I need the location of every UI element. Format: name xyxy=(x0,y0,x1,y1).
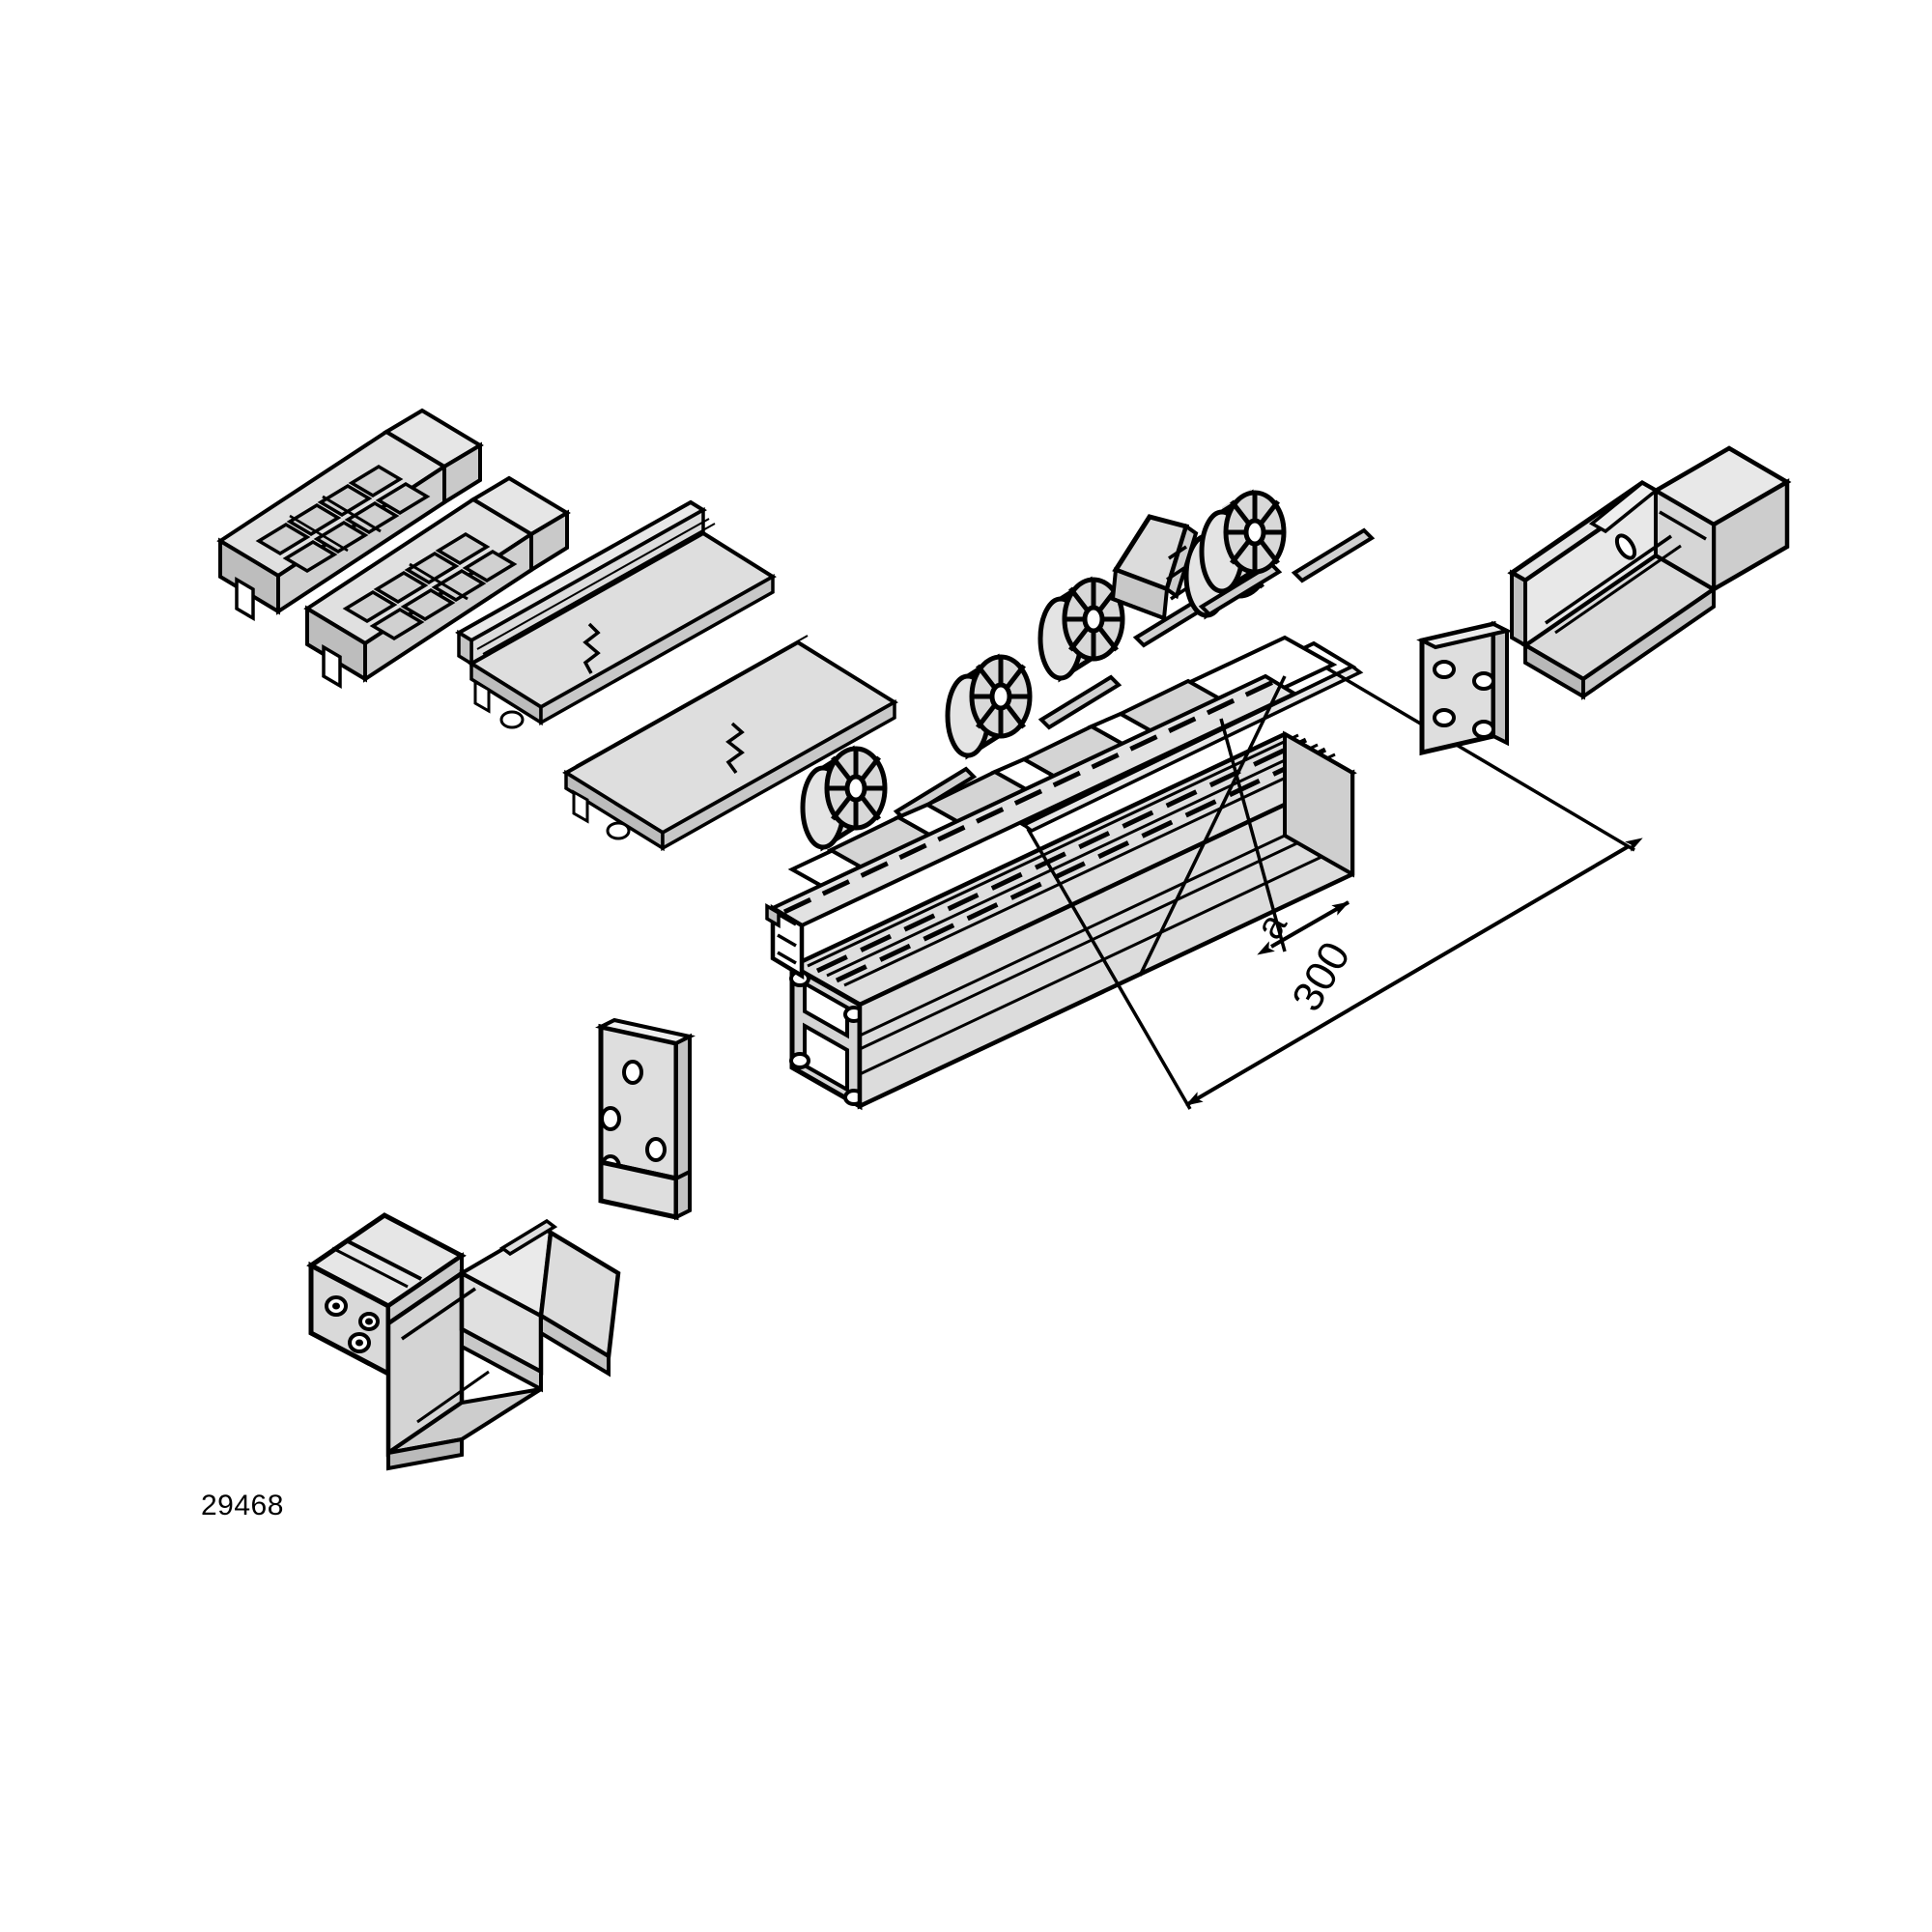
spoked-roller-wheel xyxy=(827,749,885,828)
part-four-hole-end-plate xyxy=(1416,620,1513,756)
part-roller-assembly-2 xyxy=(945,653,1030,760)
figure-number-caption: 29468 xyxy=(201,1490,284,1521)
part-axle-pin-4 xyxy=(1198,561,1283,617)
part-slotted-rail-segment-lower xyxy=(303,475,571,690)
part-axle-pin-2 xyxy=(1037,674,1122,730)
part-roller-assembly-top-right xyxy=(1199,489,1284,596)
part-axle-pin-top-right xyxy=(1291,527,1376,583)
dimension-line-300 xyxy=(1184,838,1643,1107)
part-cover-guide-rail-upper xyxy=(455,499,777,729)
part-six-hole-mounting-plate xyxy=(595,1017,696,1221)
part-roller-assembly-1 xyxy=(800,745,885,852)
part-angled-wedge-bracket xyxy=(1110,514,1199,621)
part-u-channel-end-bracket-right xyxy=(1507,445,1792,700)
spoked-roller-wheel xyxy=(972,657,1030,736)
dimension-label-300: 300 xyxy=(1283,934,1359,1019)
part-u-channel-end-bracket-left xyxy=(306,1212,621,1471)
part-cover-guide-rail-lower xyxy=(562,635,898,852)
part-roller-assembly-3 xyxy=(1037,576,1122,683)
part-slotted-rail-segment-upper xyxy=(216,408,484,622)
dimension-line-a xyxy=(1257,900,1350,955)
